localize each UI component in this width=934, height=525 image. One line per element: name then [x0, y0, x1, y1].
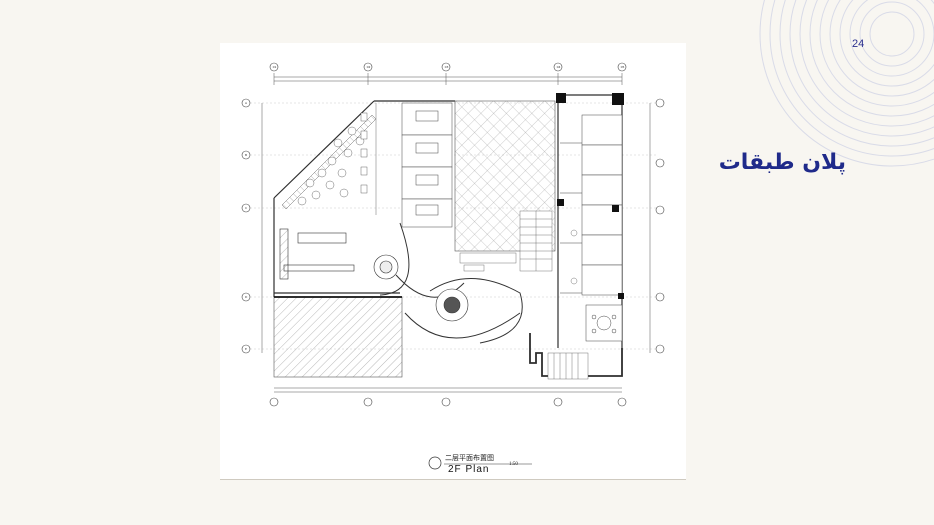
floor-plan-image: 01 02 03 04 05 A B C D E 二层平面布置图 2F Plan…: [220, 43, 686, 480]
counters: [279, 228, 355, 280]
grid-label-side-2: B: [245, 153, 247, 157]
plan-caption-chinese: 二层平面布置图: [445, 454, 494, 462]
hatched-area: [273, 296, 403, 378]
grid-label-side-5: E: [245, 347, 247, 351]
private-rooms-right: [560, 114, 623, 342]
grid-label-side-1: A: [245, 101, 248, 105]
grid-label-top-5: 05: [621, 65, 625, 69]
grid-label-top-1: 01: [273, 65, 277, 69]
exterior-walls: [273, 94, 623, 377]
grid-label-top-3: 03: [445, 65, 449, 69]
plan-caption-english: 2F Plan: [448, 464, 490, 475]
grid-label-top-4: 04: [557, 65, 561, 69]
staircase: [519, 210, 589, 380]
structural-columns: [556, 93, 624, 299]
dimension-lines: [261, 73, 651, 393]
grid-label-top-2: 02: [367, 65, 371, 69]
plan-scale: 1:50: [509, 462, 518, 467]
floor-plan-drawing: 01 02 03 04 05 A B C D E: [220, 62, 686, 480]
lounge-seating: [281, 103, 377, 215]
round-booths: [373, 254, 469, 322]
grid-label-side-3: C: [245, 206, 247, 210]
grid-label-side-4: D: [245, 295, 248, 299]
page-number: 24: [852, 38, 865, 50]
grid-bubbles: [241, 62, 665, 407]
slide-title: پلان طبقات: [718, 150, 846, 175]
curved-walls: [379, 222, 523, 344]
drawing-title-marker: [428, 456, 442, 470]
private-rooms-left: [401, 102, 453, 228]
